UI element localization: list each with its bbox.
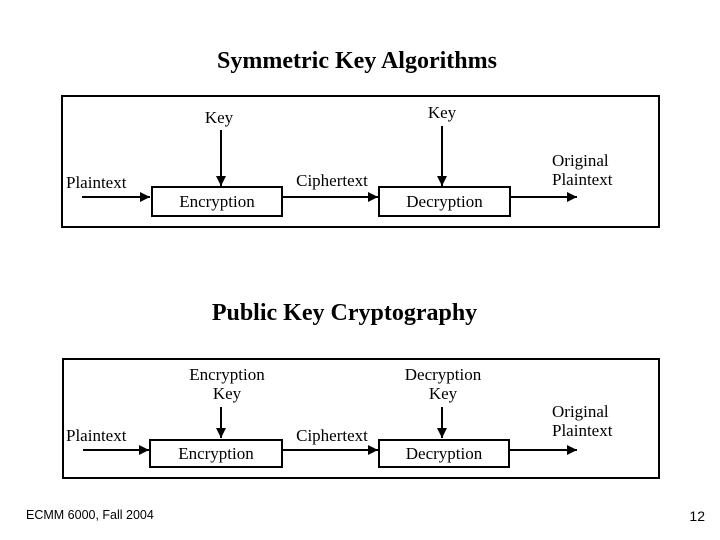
sym-original-line1: Original (552, 151, 609, 170)
sym-ciphertext-arrow (283, 192, 378, 202)
sym-encryption-box: Encryption (151, 186, 283, 217)
sym-plaintext-label: Plaintext (66, 173, 127, 192)
sym-output-arrow (511, 192, 577, 202)
sym-key-label-left: Key (204, 108, 234, 127)
pub-decryption-box: Decryption (378, 439, 510, 468)
pub-decryption-box-label: Decryption (405, 443, 483, 463)
pub-decryption-key-label: Decryption Key (388, 365, 498, 403)
pub-original-plaintext-label: Original Plaintext (552, 402, 612, 440)
pub-dec-key-arrow (437, 407, 447, 438)
footer-course-label: ECMM 6000, Fall 2004 (26, 508, 154, 522)
sym-key-arrow-right (437, 126, 447, 186)
pub-output-arrow (510, 445, 577, 455)
pub-ciphertext-label: Ciphertext (296, 426, 368, 445)
sym-original-plaintext-label: Original Plaintext (552, 151, 612, 189)
sym-ciphertext-label: Ciphertext (296, 171, 368, 190)
pub-enc-key-line1: Encryption (189, 365, 265, 384)
title-public-key-cryptography: Public Key Cryptography (211, 300, 478, 326)
pub-dec-key-line1: Decryption (404, 365, 482, 384)
pub-dec-key-line2: Key (428, 384, 458, 403)
pub-enc-key-arrow (216, 407, 226, 438)
pub-ciphertext-arrow (283, 445, 378, 455)
pub-encryption-box: Encryption (149, 439, 283, 468)
pub-encryption-key-label: Encryption Key (172, 365, 282, 403)
sym-plaintext-arrow (82, 192, 150, 202)
sym-key-label-right: Key (427, 103, 457, 122)
pub-enc-key-line2: Key (212, 384, 242, 403)
sym-decryption-box: Decryption (378, 186, 511, 217)
sym-original-line2: Plaintext (552, 170, 613, 189)
page-number: 12 (689, 508, 705, 524)
pub-plaintext-arrow (83, 445, 149, 455)
sym-key-arrow-left (216, 130, 226, 186)
pub-original-line1: Original (552, 402, 609, 421)
pub-plaintext-label: Plaintext (66, 426, 127, 445)
sym-encryption-box-label: Encryption (179, 191, 255, 211)
title-symmetric-key-algorithms: Symmetric Key Algorithms (217, 48, 497, 74)
pub-original-line2: Plaintext (552, 421, 613, 440)
sym-decryption-box-label: Decryption (406, 191, 483, 211)
pub-encryption-box-label: Encryption (178, 443, 254, 463)
